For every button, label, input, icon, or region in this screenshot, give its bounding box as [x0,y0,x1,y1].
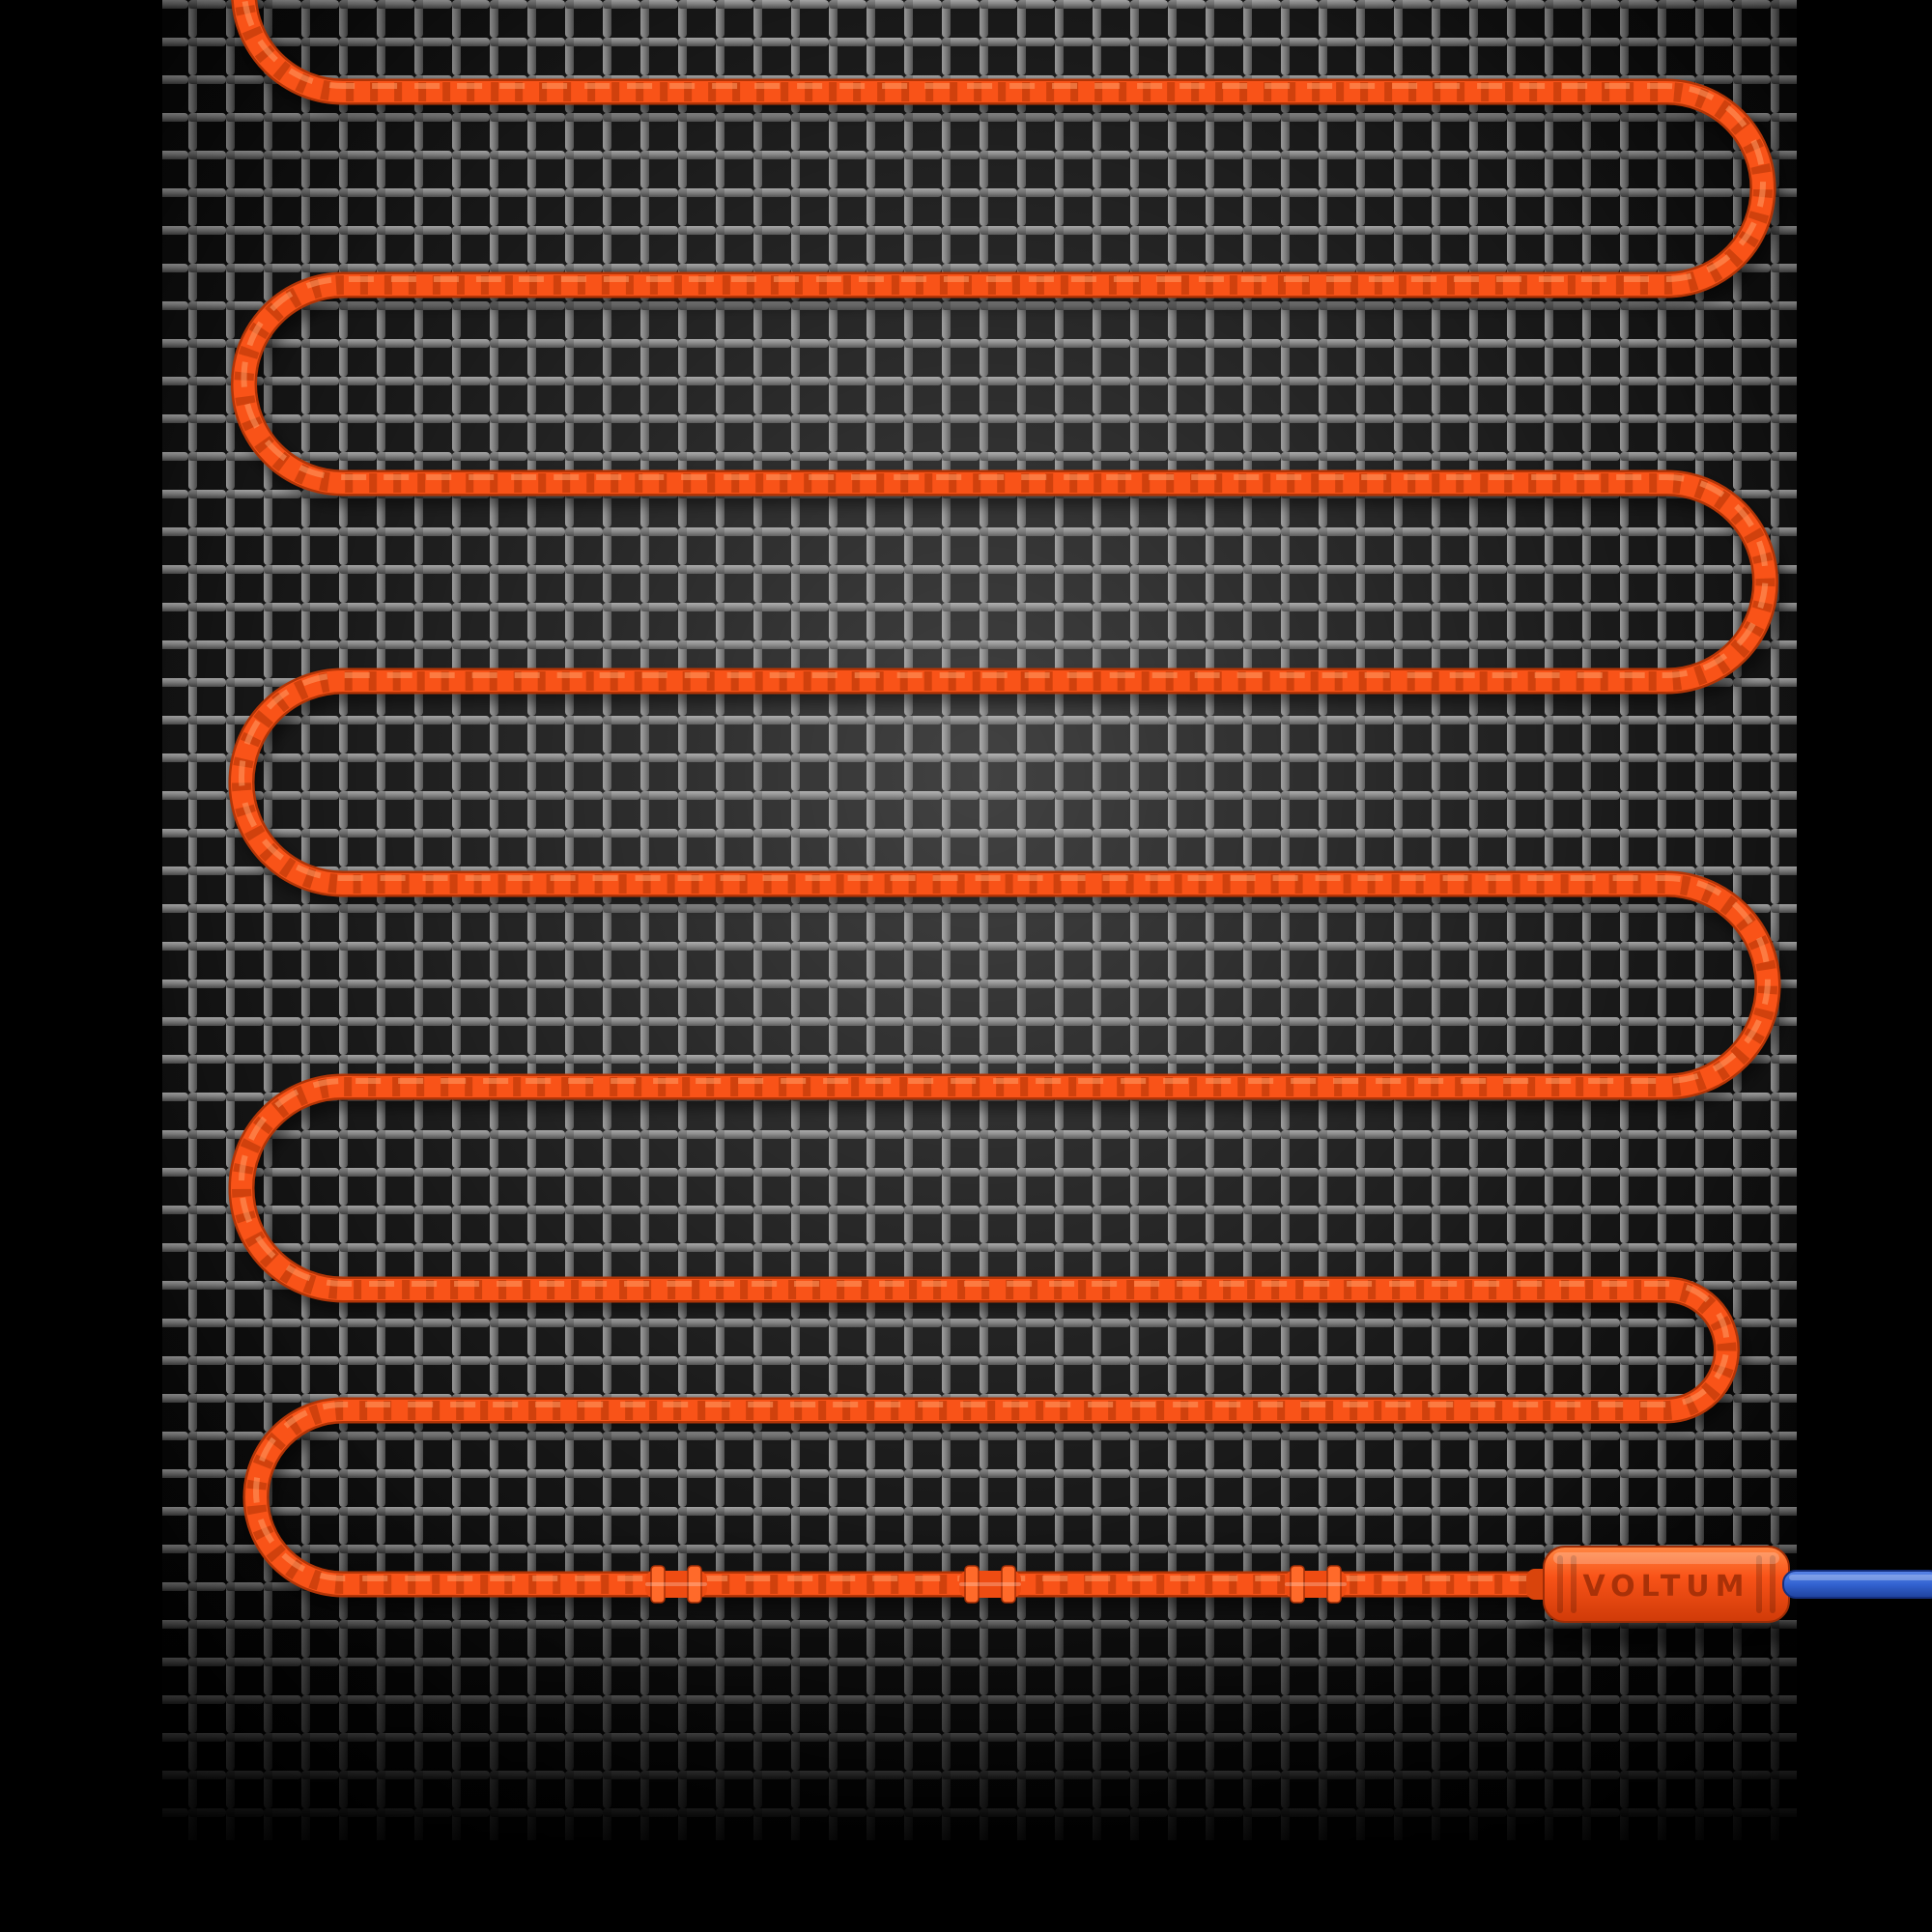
connector-ridge [1756,1555,1762,1613]
connector-ridge [1770,1555,1776,1613]
brand-label: VOLTUM [1582,1570,1749,1604]
power-connector: VOLTUM [1521,1546,1811,1649]
connector-sheen [1553,1552,1779,1564]
mesh-bottom-fade [162,1507,1797,1855]
lead-cable-sheen [1789,1575,1932,1580]
splice-connector [645,1565,707,1604]
connector-shadow [1521,1620,1811,1649]
cold-lead-cable [1782,1570,1932,1599]
cable-splice-connectors [645,1565,1347,1604]
cable-highlight [239,0,1771,1581]
splice-connector [1285,1565,1347,1604]
connector-ridge [1557,1555,1563,1613]
connector-ridge [1571,1555,1577,1613]
heating-cable [228,0,1786,1606]
mesh-bottom-black [162,1840,1797,1932]
splice-connector [959,1565,1021,1604]
lead-cable-body [1782,1570,1932,1599]
